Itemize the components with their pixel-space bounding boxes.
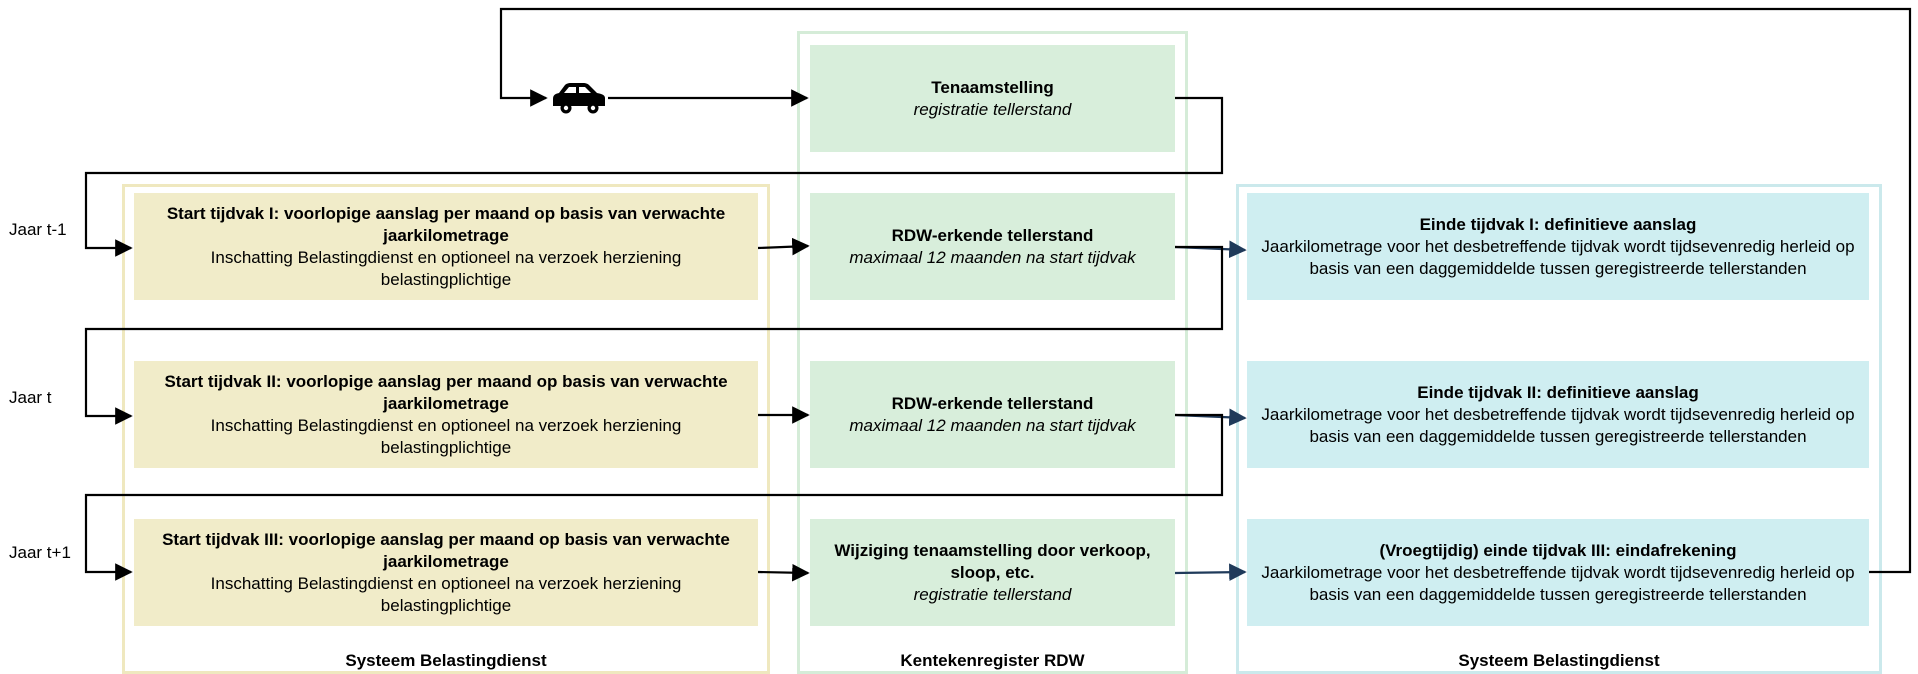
start-period-3-heading: Start tijdvak III: voorlopige aanslag pe… — [162, 529, 730, 571]
end-period-2-body: Jaarkilometrage voor het desbetreffende … — [1261, 404, 1855, 446]
end-period-3-box: (Vroegtijdig) einde tijdvak III: eindafr… — [1247, 519, 1869, 626]
column-title-left: Systeem Belastingdienst — [345, 651, 547, 670]
ownership-change-box: Wijziging tenaamstelling door verkoop, s… — [810, 519, 1175, 626]
start-period-2-body: Inschatting Belastingdienst en optioneel… — [210, 415, 682, 457]
arrow-start-1-to-rdw-1 — [757, 237, 810, 256]
registration-box: Tenaamstelling registratie tellerstand — [810, 45, 1175, 152]
ownership-change-sub: registratie tellerstand — [913, 584, 1072, 604]
start-period-1-box: Start tijdvak I: voorlopige aanslag per … — [134, 193, 758, 300]
year-label-t-plus-1: Jaar t+1 — [9, 543, 71, 562]
start-period-2-box: Start tijdvak II: voorlopige aanslag per… — [134, 361, 758, 468]
arrow-rdw-1-to-start-2 — [84, 245, 1224, 425]
start-period-1-body: Inschatting Belastingdienst en optioneel… — [210, 247, 682, 289]
end-period-1-box: Einde tijdvak I: definitieve aanslag Jaa… — [1247, 193, 1869, 300]
start-period-3-box: Start tijdvak III: voorlopige aanslag pe… — [134, 519, 758, 626]
start-period-3-body: Inschatting Belastingdienst en optioneel… — [210, 573, 682, 615]
column-title-right: Systeem Belastingdienst — [1458, 651, 1660, 670]
end-period-2-box: Einde tijdvak II: definitieve aanslag Ja… — [1247, 361, 1869, 468]
rdw-reading-1-box: RDW-erkende tellerstand maximaal 12 maan… — [810, 193, 1175, 300]
start-period-2-heading: Start tijdvak II: voorlopige aanslag per… — [164, 371, 728, 413]
year-label-t: Jaar t — [9, 388, 52, 407]
end-period-3-body: Jaarkilometrage voor het desbetreffende … — [1261, 562, 1855, 604]
registration-heading: Tenaamstelling — [931, 77, 1054, 97]
column-title-mid: Kentekenregister RDW — [900, 651, 1085, 670]
end-period-1-body: Jaarkilometrage voor het desbetreffende … — [1261, 236, 1855, 278]
end-period-1-heading: Einde tijdvak I: definitieve aanslag — [1419, 214, 1697, 234]
rdw-reading-1-heading: RDW-erkende tellerstand — [891, 225, 1094, 245]
arrow-start-3-to-rdw-3 — [757, 563, 810, 582]
registration-sub: registratie tellerstand — [913, 99, 1072, 119]
rdw-reading-2-heading: RDW-erkende tellerstand — [891, 393, 1094, 413]
start-period-1-heading: Start tijdvak I: voorlopige aanslag per … — [166, 203, 726, 245]
ownership-change-heading: Wijziging tenaamstelling door verkoop, s… — [834, 540, 1151, 582]
arrow-rdw-3-to-end-3 — [1174, 563, 1247, 582]
arrow-registration-to-start-1 — [84, 96, 1224, 257]
car-icon — [553, 83, 605, 114]
end-period-2-heading: Einde tijdvak II: definitieve aanslag — [1417, 382, 1699, 402]
rdw-reading-1-sub: maximaal 12 maanden na start tijdvak — [849, 247, 1136, 267]
end-period-3-heading: (Vroegtijdig) einde tijdvak III: eindafr… — [1379, 540, 1737, 560]
arrow-rdw-2-to-start-3 — [84, 413, 1224, 581]
rdw-reading-2-sub: maximaal 12 maanden na start tijdvak — [849, 415, 1136, 435]
rdw-reading-2-box: RDW-erkende tellerstand maximaal 12 maan… — [810, 361, 1175, 468]
year-label-t-minus-1: Jaar t-1 — [9, 220, 67, 239]
loop-return-line — [499, 7, 1912, 574]
